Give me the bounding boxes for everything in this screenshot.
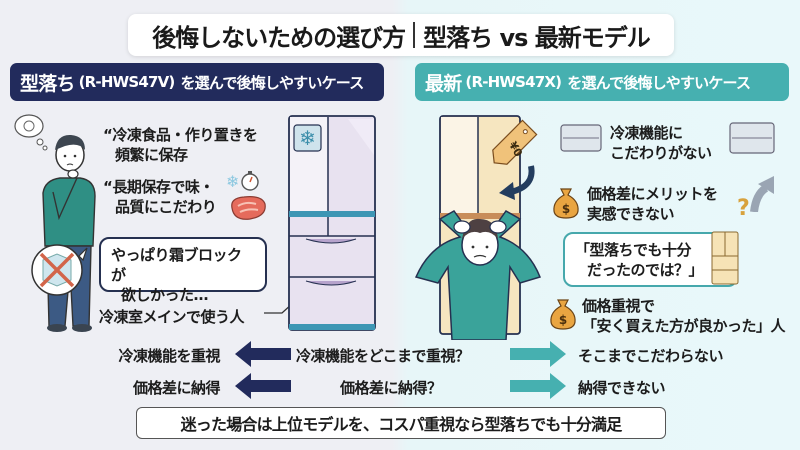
conclusion-box: 迷った場合は上位モデルを、コスパ重視なら型落ちでも十分満足 [136,407,666,439]
stopwatch-icon [241,171,259,191]
price-diff-no-merit: 価格差にメリットを 実感できない [587,184,718,224]
left-arrow-icon-2 [235,373,291,399]
quote2-line2: 品質にこだわり [115,198,217,216]
row1-left: 冷凍機能を重視 [118,347,220,365]
right-panel-header: 最新 (R-HWS47X) を選んで後悔しやすいケース [415,63,789,101]
money-bag-icon-2: $ [550,299,576,330]
right-bubble-line1: 「型落ちでも十分 [575,241,692,259]
svg-text:$: $ [559,313,567,327]
freezer-main-user-label: 冷凍室メインで使う人 [99,308,245,326]
item2-line2: 実感できない [587,205,675,223]
right-header-main: 最新 [425,72,462,95]
meat-icon [231,196,266,220]
item1-line1: 冷凍機能に [610,124,683,142]
right-header-rest: を選んで後悔しやすいケース [567,73,751,92]
question-mark-icon: ? [737,196,750,221]
curved-down-arrow-icon [499,165,535,200]
no-freezer-preference: 冷凍機能に こだわりがない [610,123,712,163]
freezer-tray-icon [560,124,602,152]
left-arrow-icon [235,341,291,367]
item2-line1: 価格差にメリットを [587,185,718,203]
thinking-person-icon [14,114,96,332]
quote2-line1: “長期保存で味・ [103,178,214,196]
regret-speech-bubble-right: 「型落ちでも十分 だったのでは？」 [563,232,738,287]
left-header-model: (R-HWS47V) [78,73,176,91]
right-header-model: (R-HWS47X) [465,73,562,91]
page-title: 後悔しないための選び方 型落ち vs 最新モデル [128,14,674,56]
row1-center: 冷凍機能をどこまで重視？ [296,347,470,365]
title-divider [413,22,416,48]
worried-person-icon [414,210,542,340]
row1-right: そこまでこだわらない [578,347,724,365]
freezer-tray-icon-2 [729,122,775,154]
money-bag-icon: $ [553,188,579,219]
regret-speech-bubble: やっぱり霜ブロックが 欲しかった… [99,237,267,304]
left-panel-header: 型落ち (R-HWS47V) を選んで後悔しやすいケース [10,63,384,101]
svg-text:❄: ❄ [299,126,316,150]
row2-left: 価格差に納得 [132,379,221,397]
right-arrow-icon [510,341,566,367]
row2-right: 納得できない [578,379,666,397]
svg-text:$: $ [562,202,570,216]
quote1-line2: 頻繁に保存 [115,146,188,164]
snowflake-icon: ❄ [226,172,240,191]
item1-line2: こだわりがない [610,144,712,162]
title-right: 型落ち vs 最新モデル [423,23,651,52]
left-header-main: 型落ち [20,72,75,95]
price-tag-icon: ¥0 [492,119,538,165]
bubble-line1: やっぱり霜ブロックが [111,246,242,284]
row2-center: 価格差に納得？ [340,379,442,397]
quote-long-storage: “長期保存で味・ 品質にこだわり [103,177,217,217]
title-left: 後悔しないための選び方 [152,23,406,52]
bubble-line2: 欲しかった… [121,286,209,304]
quote-frozen-food: “冷凍食品・作り置きを 頻繁に保存 [103,125,258,165]
left-header-rest: を選んで後悔しやすいケース [180,73,364,92]
up-arrow-icon [750,176,774,212]
refrigerator-icon: ❄ [288,115,376,331]
item3-line2: 「安く買えた方が良かった」人 [582,317,786,335]
item3-line1: 価格重視で [582,297,655,315]
right-arrow-icon-2 [510,373,566,399]
small-fridge-icon [711,231,739,285]
quote1-line1: “冷凍食品・作り置きを [103,126,258,144]
price-focused-user: 価格重視で 「安く買えた方が良かった」人 [582,296,786,336]
right-bubble-line2: だったのでは？」 [587,261,704,279]
